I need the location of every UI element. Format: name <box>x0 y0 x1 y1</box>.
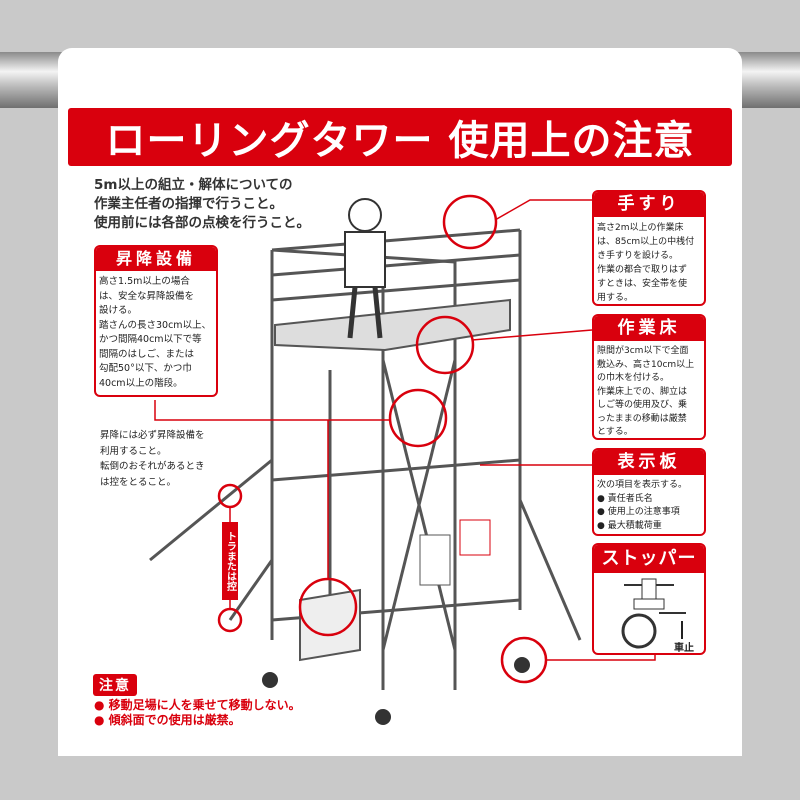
stairs <box>299 588 361 662</box>
box-line: 次の項目を表示する。 <box>597 480 688 490</box>
box-line: とする。 <box>597 427 633 437</box>
box-line: 作業の都合で取りはず <box>597 265 688 275</box>
load-sign <box>459 519 491 556</box>
box-title: 表示板 <box>594 450 704 475</box>
box-title: 昇降設備 <box>96 247 216 271</box>
note-line: 利用すること。 <box>100 445 167 457</box>
box-line: ● 最大積載荷重 <box>597 520 662 531</box>
callout-lines <box>154 199 656 661</box>
caution-item: ● 傾斜面での使用は厳禁。 <box>94 713 241 727</box>
box-line: ● 責任者氏名 <box>597 493 653 504</box>
box-line: 隙間が3cm以下で全面 <box>597 346 689 356</box>
box-stopper: ストッパー 車止 <box>592 543 706 655</box>
intro-text: 5m以上の組立・解体についての 作業主任者の指揮で行うこと。 使用前には各部の点… <box>94 176 310 233</box>
work-platform <box>274 298 511 352</box>
caster-stopper-icon: 車止 <box>621 578 694 653</box>
box-title: 作業床 <box>594 316 704 341</box>
box-line: 40cm以上の階段。 <box>99 377 183 389</box>
note-line: 昇降には必ず昇降設備を <box>100 430 205 441</box>
box-line: の巾木を付ける。 <box>597 373 670 383</box>
sign-board <box>419 534 451 586</box>
box-hyojiban: 表示板 次の項目を表示する。 ● 責任者氏名 ● 使用上の注意事項 ● 最大積載… <box>592 448 706 536</box>
caster-wheels <box>262 657 530 725</box>
box-line: すときは、安全帯を使 <box>597 279 688 289</box>
box-tesuri: 手すり 高さ2m以上の作業床 は、85cm以上の中桟付 き手すりを設ける。 作業… <box>592 190 706 306</box>
box-line: 設ける。 <box>99 305 138 316</box>
box-line: ● 使用上の注意事項 <box>597 507 680 517</box>
box-sagyoyuka: 作業床 隙間が3cm以下で全面 敷込み、高さ10cm以上 の巾木を付ける。 作業… <box>592 314 706 440</box>
caution-title: 注意 <box>93 674 137 696</box>
intro-line: 5m以上の組立・解体についての <box>94 177 293 193</box>
note-line: は控をとること。 <box>100 476 177 488</box>
note-line: 転倒のおそれがあるとき <box>100 461 205 472</box>
box-title: 手すり <box>594 192 704 217</box>
intro-line: 作業主任者の指揮で行うこと。 <box>94 196 283 212</box>
box-line: 作業床上での、脚立は <box>597 386 688 397</box>
box-line: 高さ1.5m以上の場合 <box>99 276 190 287</box>
box-line: 勾配50°以下、かつ巾 <box>99 363 192 374</box>
box-title: ストッパー <box>594 545 704 573</box>
box-line: 高さ2m以上の作業床 <box>597 223 684 233</box>
box-line: かつ間隔40cm以下で等 <box>99 334 202 345</box>
caution-item: ● 移動足場に人を乗せて移動しない。 <box>94 698 301 712</box>
box-line: 踏さんの長さ30cm以上、 <box>99 319 212 331</box>
box-shouko-setsubi: 昇降設備 高さ1.5m以上の場合 は、安全な昇降設備を 設ける。 踏さんの長さ3… <box>94 245 218 397</box>
worker-figure <box>344 198 386 339</box>
stopper-label: 車止 <box>674 641 694 653</box>
box-line: き手すりを設ける。 <box>597 251 679 261</box>
box-line: 敷込み、高さ10cm以上 <box>597 359 695 370</box>
box-line: ったままの移動は厳禁 <box>597 413 687 424</box>
box-line: は、85cm以上の中桟付 <box>597 237 695 247</box>
caution-list: ● 移動足場に人を乗せて移動しない。 ● 傾斜面での使用は厳禁。 <box>94 698 301 728</box>
page-title: ローリングタワー 使用上の注意 <box>68 108 732 166</box>
box-line: は、安全な昇降設備を <box>99 290 195 302</box>
outrigger-note: 昇降には必ず昇降設備を 利用すること。 転倒のおそれがあるとき は控をとること。 <box>100 428 205 490</box>
box-line: しご等の使用及び、乗 <box>597 400 688 410</box>
box-line: 用する。 <box>597 293 634 303</box>
outrigger-label: トラまたは控 <box>222 522 238 600</box>
intro-line: 使用前には各部の点検を行うこと。 <box>94 215 310 231</box>
box-line: 間隔のはしご、または <box>99 348 195 360</box>
